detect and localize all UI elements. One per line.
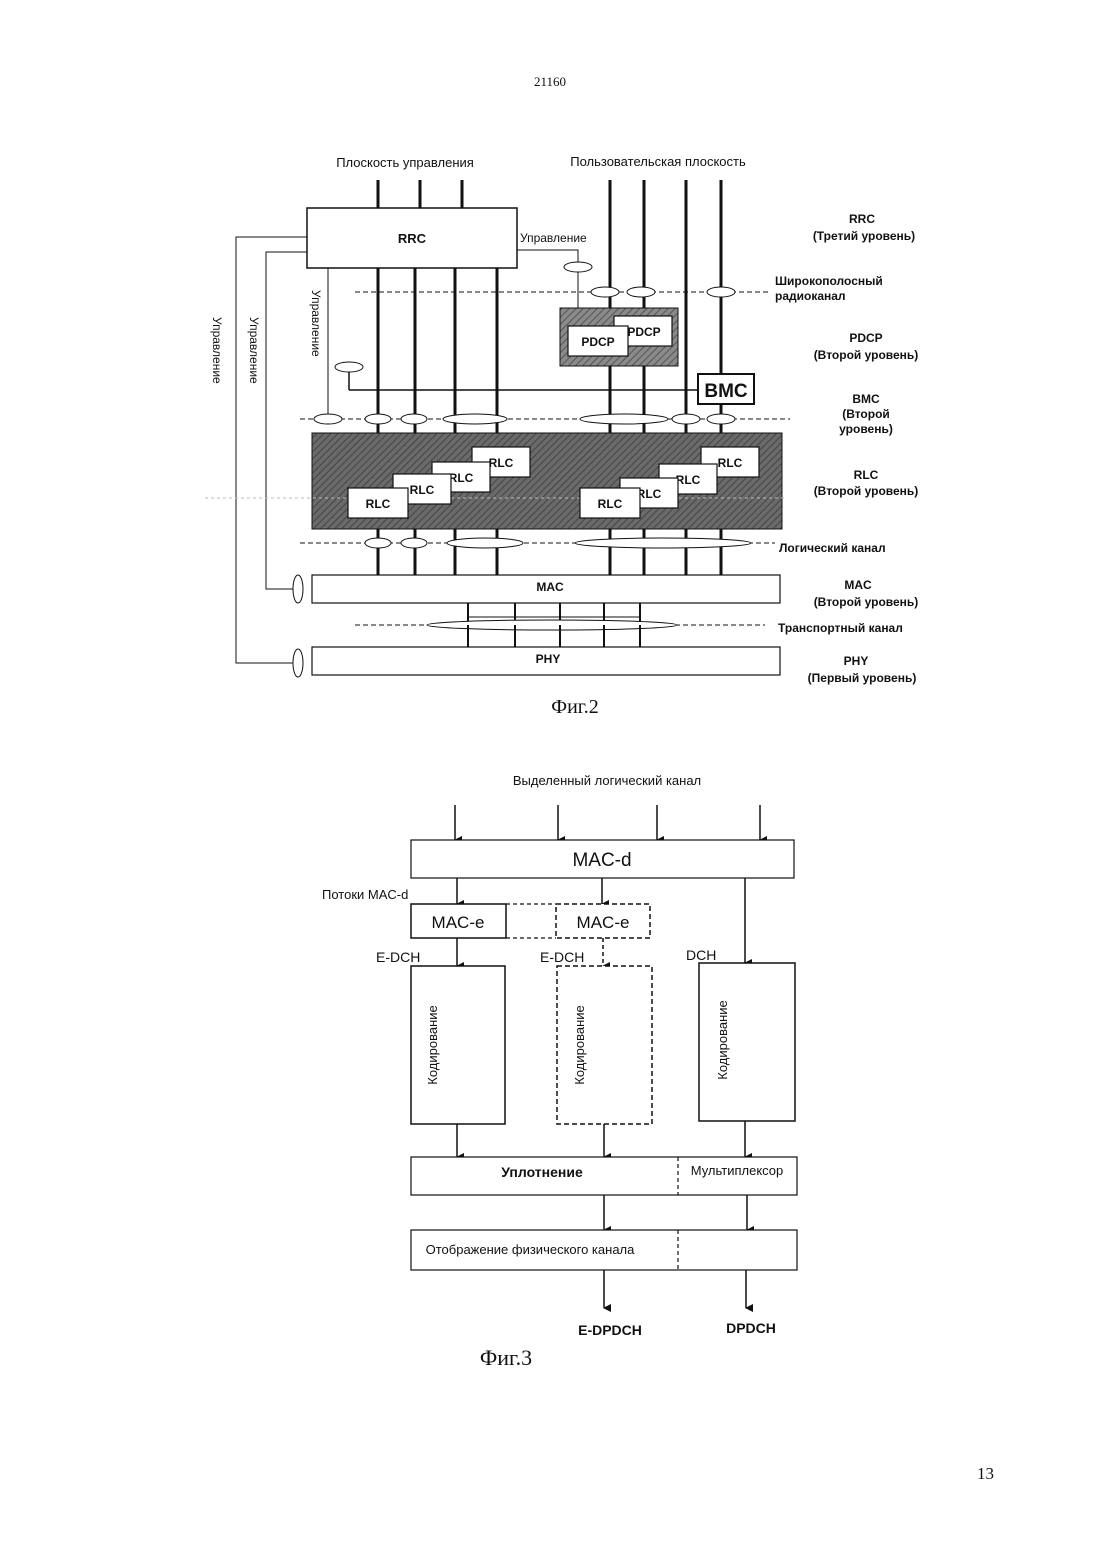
label-transport-channel: Транспортный канал: [778, 621, 903, 635]
figure-3-diagram: Выделенный логический канал MAC-d Потоки…: [0, 740, 1100, 1380]
pdcp-box-back-label: PDCP: [627, 325, 660, 339]
mac-d-box-label: MAC-d: [572, 850, 631, 871]
label-phy-title: PHY: [844, 654, 869, 668]
page-number-bottom: 13: [977, 1464, 994, 1484]
mac-e-box-2-label: MAC-e: [577, 913, 630, 932]
rlc-box-cp-3-label: RLC: [449, 471, 474, 485]
control-label-vertical-1: Управление: [210, 317, 224, 384]
figure-2-diagram: Плоскость управления Пользовательская пл…: [0, 0, 1100, 740]
label-mac-level: (Второй уровень): [814, 595, 919, 609]
e-dpdch-label: E-DPDCH: [578, 1322, 642, 1338]
label-rlc-level: (Второй уровень): [814, 484, 919, 498]
mac-box-label: MAC: [536, 580, 564, 594]
dedicated-logical-channel-label: Выделенный логический канал: [513, 773, 701, 788]
control-plane-label: Плоскость управления: [336, 155, 474, 170]
mac-e-box-1-label: MAC-e: [432, 913, 485, 932]
e-dch-label-2: E-DCH: [540, 949, 584, 965]
label-rrc-level: (Третий уровень): [813, 229, 915, 243]
dch-label: DCH: [686, 947, 716, 963]
bmc-box-label: BMC: [704, 381, 748, 402]
mac-d-flows-label: Потоки MAC-d: [322, 887, 408, 902]
rlc-box-cp-4-label: RLC: [489, 456, 514, 470]
rlc-box-cp-1-label: RLC: [366, 497, 391, 511]
label-rlc-title: RLC: [854, 468, 879, 482]
coding-box-3: [699, 963, 795, 1121]
label-phy-level: (Первый уровень): [808, 671, 917, 685]
rrc-control-label: Управление: [520, 231, 587, 245]
rlc-box-up-1-label: RLC: [598, 497, 623, 511]
pdcp-box-front-label: PDCP: [581, 335, 614, 349]
coding-box-3-label: Кодирование: [715, 1000, 730, 1080]
dpdch-label: DPDCH: [726, 1320, 776, 1336]
rrc-box-label: RRC: [398, 231, 427, 246]
label-bmc-level-2: уровень): [839, 422, 893, 436]
rlc-box-cp-2-label: RLC: [410, 483, 435, 497]
label-bmc-title: BMC: [852, 392, 880, 406]
label-broadband-1: Широкополосный: [775, 274, 883, 288]
label-bmc-level-1: (Второй: [842, 407, 890, 421]
coding-box-1-label: Кодирование: [425, 1005, 440, 1085]
label-pdcp-level: (Второй уровень): [814, 348, 919, 362]
control-label-vertical-2: Управление: [247, 317, 261, 384]
control-label-vertical-3: Управление: [309, 290, 323, 357]
label-pdcp-title: PDCP: [849, 331, 882, 345]
user-plane-label: Пользовательская плоскость: [570, 154, 746, 169]
phys-mapping-label: Отображение физического канала: [426, 1242, 636, 1257]
multiplexer-label: Мультиплексор: [691, 1163, 784, 1178]
figure-2-caption: Фиг.2: [551, 696, 598, 718]
label-rrc-title: RRC: [849, 212, 875, 226]
compaction-label: Уплотнение: [501, 1164, 583, 1180]
rlc-box-up-4-label: RLC: [718, 456, 743, 470]
e-dch-label-1: E-DCH: [376, 949, 420, 965]
coding-box-2-label: Кодирование: [572, 1005, 587, 1085]
label-logical-channel: Логический канал: [779, 541, 886, 555]
figure-3-caption: Фиг.3: [480, 1345, 532, 1370]
rlc-box-up-3-label: RLC: [676, 473, 701, 487]
label-mac-title: MAC: [844, 578, 872, 592]
label-broadband-2: радиоканал: [775, 289, 846, 303]
phy-box-label: PHY: [536, 652, 561, 666]
